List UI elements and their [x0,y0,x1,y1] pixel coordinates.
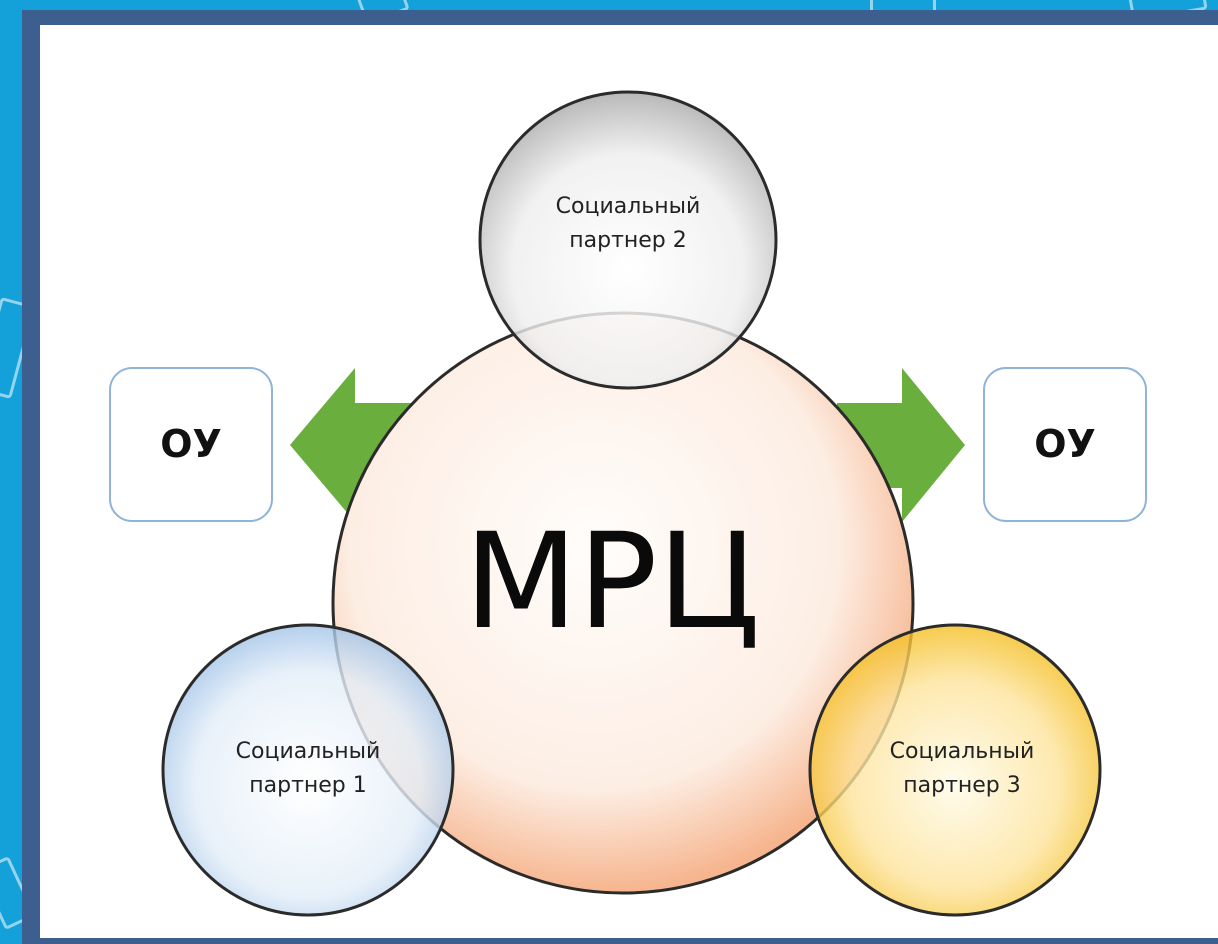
partner-2-label-line2: партнер 2 [569,228,687,253]
diagram-canvas: ОУ ОУ МРЦ Социальный партнер 2 [40,25,1218,938]
partner-1-label-line1: Социальный [236,739,381,764]
partner-2-node: Социальный партнер 2 [478,90,778,390]
partner-3-label-line1: Социальный [890,739,1035,764]
partner-1-node: Социальный партнер 1 [161,623,455,917]
diagram-svg: ОУ ОУ МРЦ Социальный партнер 2 [109,90,1147,917]
partner-2-label-line1: Социальный [556,194,701,219]
partner-3-node: Социальный партнер 3 [808,623,1102,917]
center-label: МРЦ [464,505,760,659]
left-box: ОУ [109,367,273,522]
partner-1-label-line2: партнер 1 [249,773,367,798]
slide-frame: ОУ ОУ МРЦ Социальный партнер 2 [22,10,1218,944]
left-box-label: ОУ [160,422,222,466]
right-box: ОУ [983,367,1147,522]
partner-3-label-line2: партнер 3 [903,773,1021,798]
right-box-label: ОУ [1034,422,1096,466]
